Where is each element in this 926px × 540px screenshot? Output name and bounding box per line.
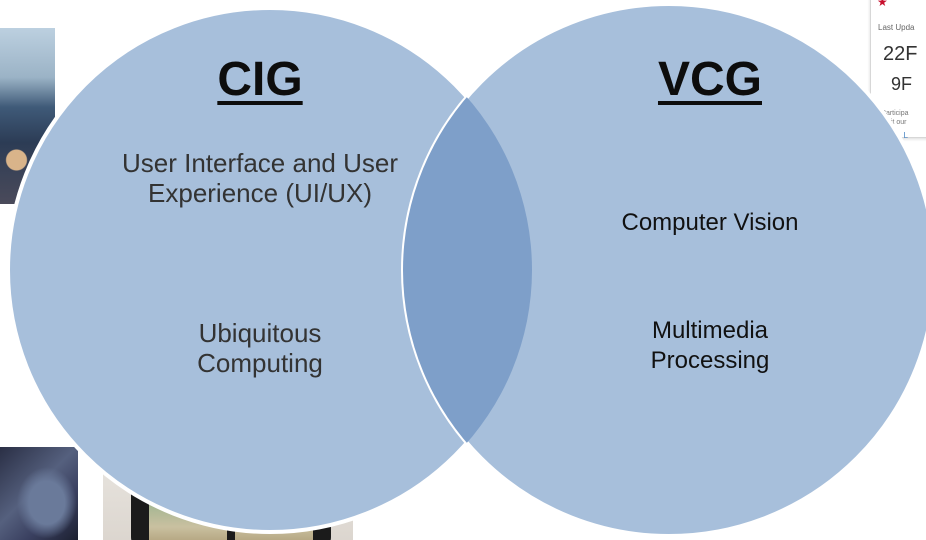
high-temperature: 22F bbox=[883, 43, 918, 65]
vcg-title: VCG bbox=[657, 53, 762, 106]
last-updated-label: Last Upda bbox=[878, 23, 915, 32]
low-temperature: 9F bbox=[891, 74, 913, 94]
vcg-item-computer-vision: Computer Vision bbox=[621, 209, 799, 236]
vr-scene-photo bbox=[0, 447, 78, 540]
star-icon: ★ bbox=[877, 0, 888, 9]
cig-item-uiux: User Interface and User Experience (UI/U… bbox=[121, 148, 398, 208]
cig-title: CIG bbox=[217, 53, 303, 106]
cig-item-ubiquitous: Ubiquitous Computing bbox=[197, 318, 323, 378]
info-line: - Participa bbox=[877, 110, 909, 117]
widget-link[interactable]: L bbox=[903, 131, 908, 140]
vcg-item-multimedia: Multimedia Processing bbox=[650, 317, 770, 374]
